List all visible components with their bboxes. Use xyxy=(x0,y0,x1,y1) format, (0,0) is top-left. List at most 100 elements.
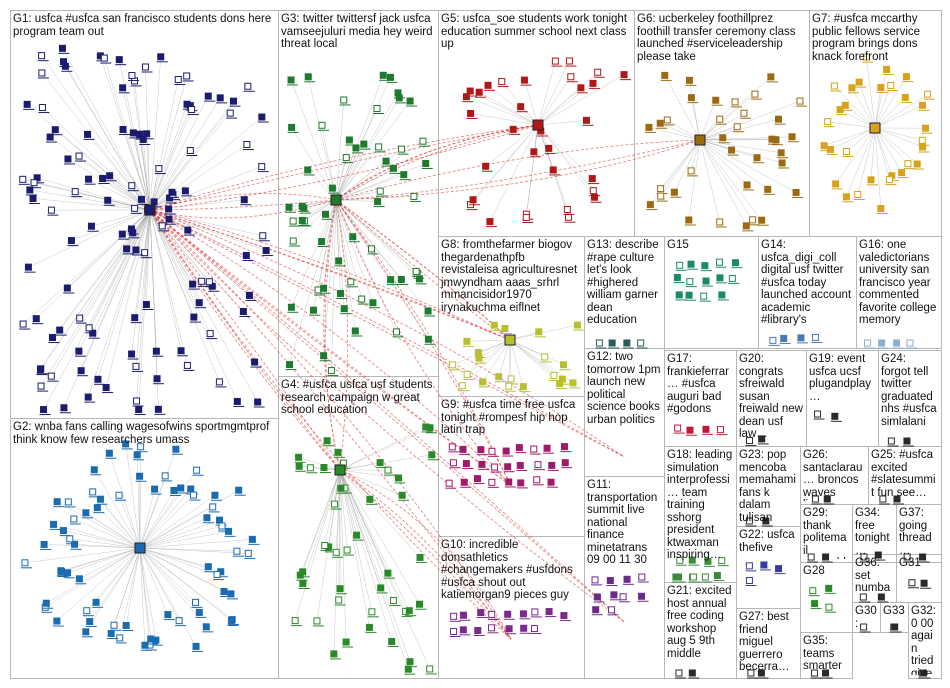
node-g1[interactable] xyxy=(216,94,224,102)
node-g3[interactable] xyxy=(386,73,394,81)
node-g18[interactable] xyxy=(676,556,684,564)
node-g1[interactable] xyxy=(40,406,48,414)
node-g1[interactable] xyxy=(38,104,46,112)
node-g1[interactable] xyxy=(119,84,127,92)
node-g2[interactable] xyxy=(227,590,235,598)
node-g2[interactable] xyxy=(57,567,65,575)
node-g1[interactable] xyxy=(49,334,57,342)
node-g1[interactable] xyxy=(242,251,250,259)
node-g3[interactable] xyxy=(351,327,359,335)
node-g1[interactable] xyxy=(184,226,192,234)
node-g7[interactable] xyxy=(885,176,893,184)
node-g3[interactable] xyxy=(382,157,390,165)
node-g2[interactable] xyxy=(141,641,149,649)
node-g1[interactable] xyxy=(30,179,38,187)
node-g6[interactable] xyxy=(742,222,750,230)
node-g7[interactable] xyxy=(904,160,912,168)
node-g1[interactable] xyxy=(157,53,165,61)
node-g10[interactable] xyxy=(531,608,539,616)
node-g2[interactable] xyxy=(115,491,123,499)
node-g11[interactable] xyxy=(592,606,600,614)
node-g2[interactable] xyxy=(110,621,118,629)
node-g8[interactable] xyxy=(556,380,564,388)
node-g1[interactable] xyxy=(76,314,84,322)
node-g9[interactable] xyxy=(502,447,510,455)
node-g4[interactable] xyxy=(406,658,414,666)
node-g18[interactable] xyxy=(704,557,712,565)
node-g9[interactable] xyxy=(560,443,568,451)
node-g2[interactable] xyxy=(204,563,212,571)
node-g1[interactable] xyxy=(259,232,267,240)
node-g6[interactable] xyxy=(712,96,720,104)
node-g11[interactable] xyxy=(608,606,616,614)
node-g2[interactable] xyxy=(53,617,61,625)
node-g30[interactable] xyxy=(860,623,868,631)
node-g8[interactable] xyxy=(550,371,558,379)
node-g1[interactable] xyxy=(142,301,150,309)
node-g2[interactable] xyxy=(107,629,115,637)
node-g2[interactable] xyxy=(233,547,241,555)
node-g10[interactable] xyxy=(504,610,512,618)
node-g3[interactable] xyxy=(397,276,405,284)
node-g8[interactable] xyxy=(507,375,515,383)
node-g8[interactable] xyxy=(495,373,503,381)
node-g8[interactable] xyxy=(463,337,471,345)
node-g1[interactable] xyxy=(215,378,223,386)
node-g2[interactable] xyxy=(70,515,78,523)
hub-node-g6[interactable] xyxy=(694,134,706,146)
node-g8[interactable] xyxy=(475,354,483,362)
node-g4[interactable] xyxy=(416,553,424,561)
node-g2[interactable] xyxy=(190,491,198,499)
node-g8[interactable] xyxy=(501,325,509,333)
node-g3[interactable] xyxy=(289,237,297,245)
node-g4[interactable] xyxy=(365,623,373,631)
node-g37[interactable] xyxy=(919,553,927,561)
node-g1[interactable] xyxy=(165,205,173,213)
node-g11[interactable] xyxy=(593,593,601,601)
node-g6[interactable] xyxy=(656,119,664,127)
node-g26[interactable] xyxy=(811,495,819,503)
node-g4[interactable] xyxy=(291,617,299,625)
node-g1[interactable] xyxy=(46,133,54,141)
node-g3[interactable] xyxy=(298,202,306,210)
node-g9[interactable] xyxy=(543,444,551,452)
node-g28[interactable] xyxy=(809,587,817,595)
node-g2[interactable] xyxy=(191,598,199,606)
node-g7[interactable] xyxy=(924,90,932,98)
node-g3[interactable] xyxy=(424,335,432,343)
node-g2[interactable] xyxy=(89,488,97,496)
node-g6[interactable] xyxy=(749,216,757,224)
node-g5[interactable] xyxy=(589,79,597,87)
node-g1[interactable] xyxy=(47,206,55,214)
node-g8[interactable] xyxy=(535,328,543,336)
node-g1[interactable] xyxy=(85,175,93,183)
node-g1[interactable] xyxy=(36,366,44,374)
node-g16[interactable] xyxy=(878,339,886,347)
node-g1[interactable] xyxy=(168,188,176,196)
node-g5[interactable] xyxy=(482,162,490,170)
node-g11[interactable] xyxy=(610,591,618,599)
node-g3[interactable] xyxy=(318,121,326,129)
node-g1[interactable] xyxy=(19,320,27,328)
node-g1[interactable] xyxy=(100,54,108,62)
node-g4[interactable] xyxy=(320,463,328,471)
node-g2[interactable] xyxy=(133,451,141,459)
node-g7[interactable] xyxy=(919,143,927,151)
node-g4[interactable] xyxy=(384,466,392,474)
node-g11[interactable] xyxy=(591,576,599,584)
node-g1[interactable] xyxy=(181,187,189,195)
hub-node-g7[interactable] xyxy=(869,122,881,134)
node-g27[interactable] xyxy=(747,669,755,677)
hub-node-g1[interactable] xyxy=(144,204,156,216)
node-g11[interactable] xyxy=(623,575,631,583)
node-g6[interactable] xyxy=(753,154,761,162)
node-g2[interactable] xyxy=(64,569,72,577)
node-g6[interactable] xyxy=(767,73,775,81)
node-g6[interactable] xyxy=(740,109,748,117)
node-g7[interactable] xyxy=(922,124,930,132)
node-g5[interactable] xyxy=(589,187,597,195)
node-g4[interactable] xyxy=(416,600,424,608)
node-g24[interactable] xyxy=(903,437,911,445)
node-g1[interactable] xyxy=(133,397,141,405)
node-g4[interactable] xyxy=(389,596,397,604)
